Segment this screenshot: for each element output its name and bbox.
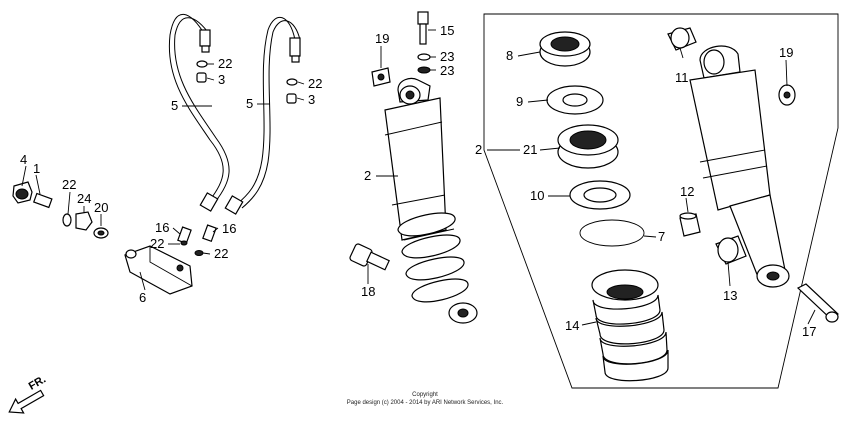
seal-8 (539, 31, 591, 67)
fittings-16 (177, 224, 217, 256)
callout-11: 11 (675, 70, 689, 85)
bolt-17 (796, 283, 839, 323)
bushing-12 (679, 212, 701, 237)
reservoir-bracket (124, 245, 193, 295)
callout-18: 18 (361, 284, 375, 299)
copyright-line-2: Page design (c) 2004 - 2014 by ARI Netwo… (347, 400, 504, 406)
hose-washers (196, 60, 298, 104)
callout-22-e: 22 (214, 246, 228, 261)
callout-2-b: 2 (475, 142, 482, 157)
direction-label: FR. (27, 373, 48, 392)
seat-21 (557, 124, 619, 169)
callout-12: 12 (680, 184, 694, 199)
shock-assembled (384, 77, 478, 324)
callout-16-b: 16 (222, 221, 236, 236)
spring-14 (591, 269, 669, 382)
callout-8: 8 (506, 48, 513, 63)
washer-19-right (778, 84, 796, 106)
collar-11 (667, 27, 697, 51)
callout-13: 13 (723, 288, 737, 303)
callout-23-a: 23 (440, 49, 454, 64)
callout-10: 10 (530, 188, 544, 203)
callout-1: 1 (33, 161, 40, 176)
callout-6: 6 (139, 290, 146, 305)
callout-22-c: 22 (308, 76, 322, 91)
collar-13 (715, 235, 747, 265)
callout-15: 15 (440, 23, 454, 38)
callout-20: 20 (94, 200, 108, 215)
exploded-view-outline (483, 13, 839, 389)
front-direction-arrow: FR. (8, 373, 48, 414)
callout-9: 9 (516, 94, 523, 109)
washer-10 (569, 180, 631, 210)
callout-19-a: 19 (375, 31, 389, 46)
callout-labels: 1 4 22 24 20 5 5 22 3 22 3 16 16 22 22 6… (20, 23, 816, 339)
callout-22-d: 22 (150, 236, 164, 251)
callout-17: 17 (802, 324, 816, 339)
joint-parts-left (12, 181, 109, 239)
washer-9 (546, 85, 604, 115)
callout-4: 4 (20, 152, 27, 167)
callout-21: 21 (523, 142, 537, 157)
callout-3-b: 3 (308, 92, 315, 107)
callout-3-a: 3 (218, 72, 225, 87)
callout-5-b: 5 (246, 96, 253, 111)
callout-14: 14 (565, 318, 579, 333)
leader-lines (21, 29, 816, 326)
washer-19-center (371, 67, 391, 87)
callout-23-b: 23 (440, 63, 454, 78)
callout-7: 7 (658, 229, 665, 244)
callout-2-a: 2 (364, 168, 371, 183)
copyright-line-1: Copyright (412, 392, 438, 398)
top-fitting-15 (417, 11, 431, 74)
callout-5-a: 5 (171, 98, 178, 113)
callout-24: 24 (77, 191, 91, 206)
hose-left (168, 13, 230, 212)
callout-22-b: 22 (218, 56, 232, 71)
hose-right (224, 17, 301, 215)
callout-22-a: 22 (62, 177, 76, 192)
callout-16-a: 16 (155, 220, 169, 235)
circlip-7 (579, 219, 645, 247)
collar-18 (349, 243, 390, 271)
shock-body-right (689, 45, 790, 288)
callout-19-b: 19 (779, 45, 793, 60)
